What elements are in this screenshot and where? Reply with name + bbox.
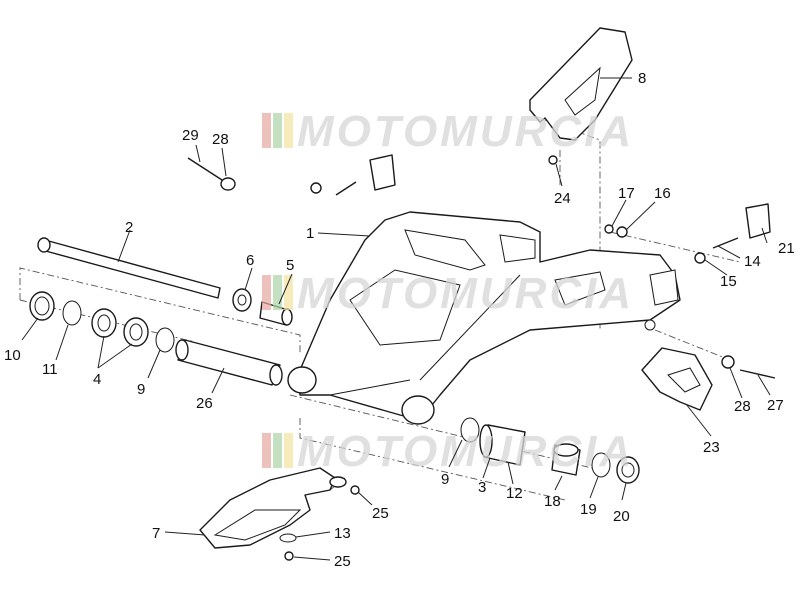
callout-labels: 29 28 8 24 2 1 17 16 21 14 15 6 5 10 11 … [4, 70, 795, 570]
callout-24: 24 [554, 190, 571, 207]
callout-16: 16 [654, 185, 671, 202]
callout-11: 11 [42, 361, 58, 378]
callout-18: 18 [544, 493, 561, 510]
right-bearing-set[interactable] [460, 417, 640, 484]
swingarm-part[interactable] [287, 211, 681, 425]
callout-26: 26 [196, 395, 213, 412]
callout-19: 19 [580, 501, 597, 518]
leader-lines [21, 77, 771, 561]
callout-4: 4 [93, 371, 101, 388]
callout-10: 10 [4, 347, 21, 364]
chain-slider-part[interactable] [199, 467, 336, 549]
watermark-logo-middle: MOTOMURCIA [262, 269, 634, 318]
watermark-text-middle: MOTOMURCIA [297, 269, 634, 318]
fasteners[interactable] [187, 154, 776, 561]
callout-28: 28 [212, 131, 229, 148]
callout-1: 1 [306, 225, 314, 242]
callout-25: 25 [372, 505, 389, 522]
callout-7: 7 [152, 525, 160, 542]
chain-guard-part[interactable] [529, 27, 633, 141]
callout-20: 20 [613, 508, 630, 525]
left-bearing-set[interactable] [29, 291, 175, 353]
callout-12: 12 [506, 485, 523, 502]
callout-25-lower: 25 [334, 553, 351, 570]
callout-29: 29 [182, 127, 199, 144]
callout-2: 2 [125, 219, 133, 236]
callout-3: 3 [478, 479, 486, 496]
callout-15: 15 [720, 273, 737, 290]
callout-23: 23 [703, 439, 720, 456]
watermark-text-top: MOTOMURCIA [297, 107, 634, 156]
watermark-logo-top: MOTOMURCIA [262, 107, 634, 156]
watermark-text-bottom: MOTOMURCIA [297, 427, 634, 476]
pivot-shaft-part[interactable] [37, 237, 221, 299]
callout-14: 14 [744, 253, 761, 270]
callout-17: 17 [618, 185, 635, 202]
callout-13: 13 [334, 525, 351, 542]
spacer-tube-part[interactable] [175, 339, 283, 386]
callout-21: 21 [778, 240, 795, 257]
callout-27: 27 [767, 397, 784, 414]
callout-8: 8 [638, 70, 646, 87]
watermark-layer: MOTOMURCIA MOTOMURCIA MOTOMURCIA [262, 107, 634, 476]
callout-9: 9 [137, 381, 145, 398]
callout-5: 5 [286, 257, 294, 274]
rear-guard-part[interactable] [641, 347, 713, 411]
callout-28-right: 28 [734, 398, 751, 415]
callout-6: 6 [246, 252, 254, 269]
watermark-logo-bottom: MOTOMURCIA [262, 427, 634, 476]
callout-9-lower: 9 [441, 471, 449, 488]
